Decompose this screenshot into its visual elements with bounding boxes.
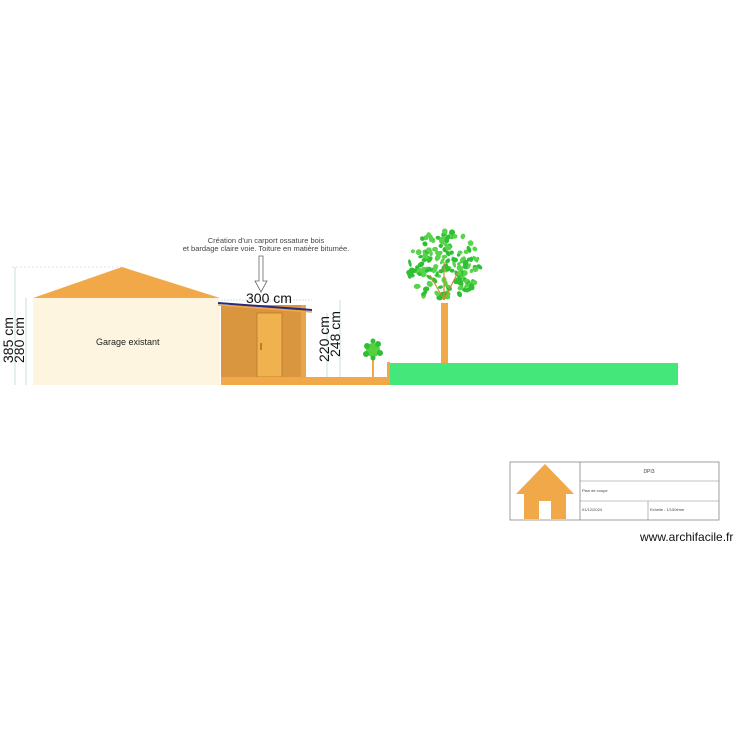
tree-leaf — [424, 268, 430, 273]
archifacile-watermark: www.archifacile.fr — [640, 530, 734, 544]
tree-leaf — [445, 250, 451, 257]
dim-carport-width: 300 cm — [246, 290, 292, 306]
dim-garage-385: 385 cm — [0, 317, 16, 363]
dim-carport-248: 248 cm — [327, 311, 343, 357]
tree-leaf — [475, 256, 480, 262]
tree-leaf — [457, 250, 463, 255]
tree-leaf — [422, 286, 430, 292]
cartouche-scale: Echelle : 1/100ème — [650, 507, 685, 512]
tree-leaf — [453, 278, 460, 285]
tree-foliage — [406, 228, 483, 303]
tree-leaf — [422, 252, 429, 260]
tree-leaf — [426, 274, 432, 280]
ground-strip — [221, 377, 389, 385]
tree-leaf — [462, 259, 469, 267]
tree-trunk — [441, 300, 448, 363]
tree-leaf — [415, 267, 421, 274]
tree-leaf — [457, 261, 461, 266]
tree-leaf — [407, 273, 414, 277]
tree-leaf — [445, 258, 451, 264]
tree-leaf — [436, 250, 443, 257]
tree-leaf — [441, 228, 448, 235]
cartouche: DPI3 Plan de coupe 01/12/2024 Echelle : … — [509, 461, 720, 521]
grass — [390, 363, 678, 385]
house-logo-icon — [516, 464, 574, 519]
tree-leaf — [427, 256, 433, 263]
dim-garage-280: 280 cm — [11, 317, 27, 363]
tree-leaf — [432, 265, 438, 274]
annotation-line-1: Création d'un carport ossature bois — [208, 236, 325, 245]
tree-leaf — [476, 264, 483, 270]
carport-roof-line — [217, 302, 313, 311]
tree-leaf — [467, 240, 474, 246]
tree-leaf — [460, 233, 466, 240]
tree-leaf — [456, 291, 463, 298]
garage-label: Garage existant — [96, 337, 160, 347]
annotation-arrow — [254, 255, 268, 293]
tree-leaf — [420, 236, 425, 241]
tree-leaf — [422, 241, 428, 247]
tree-leaf — [452, 260, 457, 268]
tree-leaf — [457, 266, 464, 272]
cartouche-subtitle: Plan de coupe — [582, 488, 608, 493]
tree-leaf — [415, 249, 422, 256]
tree-leaf — [426, 280, 433, 287]
tree-leaf — [463, 249, 469, 255]
tree-leaf — [410, 249, 415, 254]
tree-leaf — [451, 257, 458, 263]
tree-leaf — [417, 261, 425, 268]
tree-leaf — [439, 257, 445, 265]
cartouche-title: DPI3 — [643, 469, 654, 475]
tree-leaf — [443, 242, 449, 247]
carport-roof-fascia — [217, 304, 313, 313]
tree-leaf — [438, 243, 443, 249]
tree-leaf — [421, 290, 428, 296]
tree-leaf — [469, 256, 474, 262]
tree-leaf — [435, 271, 439, 277]
tree-leaf — [445, 266, 451, 272]
tree-leaf — [472, 266, 479, 273]
tree-branch — [429, 274, 445, 301]
annotation-line-2: et bardage claire voie. Toiture en matiè… — [183, 244, 350, 253]
tree-leaf — [413, 283, 421, 290]
tree-leaf — [408, 267, 415, 274]
tree-leaf — [467, 263, 471, 269]
tree-leaf — [434, 290, 440, 297]
tree-leaf — [448, 229, 456, 236]
tree-leaf — [444, 234, 451, 241]
shrub-trunk — [372, 356, 374, 377]
dim-carport-220: 220 cm — [316, 316, 332, 362]
tree-leaf — [438, 236, 445, 245]
tree-leaf — [449, 268, 455, 273]
carport-post — [301, 305, 306, 377]
tree-leaf — [469, 268, 474, 274]
tree-leaf — [457, 285, 464, 291]
ground-edge — [387, 362, 390, 385]
tree-branch — [443, 271, 459, 301]
tree-leaf — [408, 259, 412, 267]
tree-leaf — [432, 246, 438, 252]
tree-leaf — [429, 250, 433, 257]
tree-leaf — [428, 234, 433, 243]
garage-roof — [33, 267, 220, 298]
tree-leaf — [434, 255, 439, 262]
tree-leaf — [468, 283, 475, 291]
shrub-foliage — [363, 338, 383, 361]
tree-leaf — [472, 246, 478, 252]
tree-leaf — [441, 254, 448, 259]
cartouche-date: 01/12/2024 — [582, 507, 603, 512]
tree-leaf — [418, 255, 424, 259]
garage-wall — [33, 298, 220, 385]
tree-leaf — [437, 285, 444, 289]
tree-leaf — [452, 234, 458, 239]
